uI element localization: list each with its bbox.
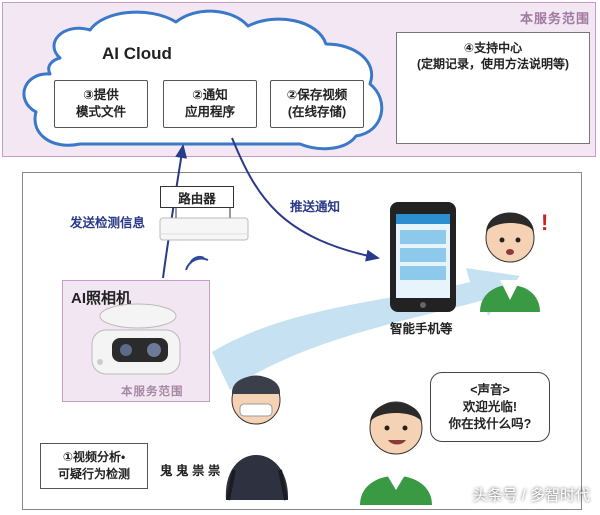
- analysis-line: ①视频分析•: [62, 450, 126, 464]
- staff-greeting-person: [360, 401, 432, 505]
- module-line: ②通知: [192, 88, 228, 102]
- smartphone-device: [390, 202, 456, 312]
- module-video-storage: ②保存视频 (在线存储): [270, 80, 364, 128]
- suspicious-behavior-label: 鬼 鬼 祟 祟: [160, 464, 221, 478]
- module-line: 应用程序: [184, 105, 235, 119]
- svg-text:!: !: [541, 210, 548, 235]
- module-line: ③提供: [83, 88, 119, 102]
- staff-alert-person: !: [480, 210, 548, 312]
- video-analysis-box: ①视频分析• 可疑行为检测: [40, 443, 148, 489]
- cloud-title: AI Cloud: [102, 44, 172, 63]
- module-line: (在线存储): [287, 105, 347, 119]
- router-label: 路由器: [160, 186, 234, 208]
- support-center-title: ④支持中心: [463, 41, 523, 55]
- support-center-box: ④支持中心 (定期记录，使用方法说明等): [396, 32, 590, 144]
- module-pattern-files: ③提供 模式文件: [54, 80, 148, 128]
- module-line: ②保存视频: [286, 88, 348, 102]
- suspicious-person-illustration: [225, 375, 289, 501]
- speech-line: 欢迎光临!: [462, 399, 518, 414]
- ai-camera-device: [91, 303, 181, 375]
- send-detection-label: 发送检测信息: [70, 216, 146, 230]
- router-device: [159, 208, 249, 241]
- support-center-subtitle: (定期记录，使用方法说明等): [417, 57, 569, 71]
- speech-line: <声音>: [470, 382, 510, 397]
- wifi-icon: [185, 255, 209, 271]
- watermark: 头条号 / 多智时代: [472, 487, 590, 504]
- send-detection-arrow: [162, 144, 188, 279]
- push-notification-arrow: [231, 137, 380, 262]
- module-line: 模式文件: [75, 105, 126, 119]
- speech-line: 你在找什么吗?: [448, 416, 532, 431]
- module-notification-app: ②通知 应用程序: [163, 80, 257, 128]
- speech-bubble: <声音> 欢迎光临! 你在找什么吗?: [430, 372, 550, 442]
- service-scope-label: 本服务范围: [519, 11, 590, 26]
- analysis-line: 可疑行为检测: [57, 467, 130, 481]
- smartphone-label: 智能手机等: [390, 322, 453, 336]
- push-notification-label: 推送通知: [290, 200, 341, 214]
